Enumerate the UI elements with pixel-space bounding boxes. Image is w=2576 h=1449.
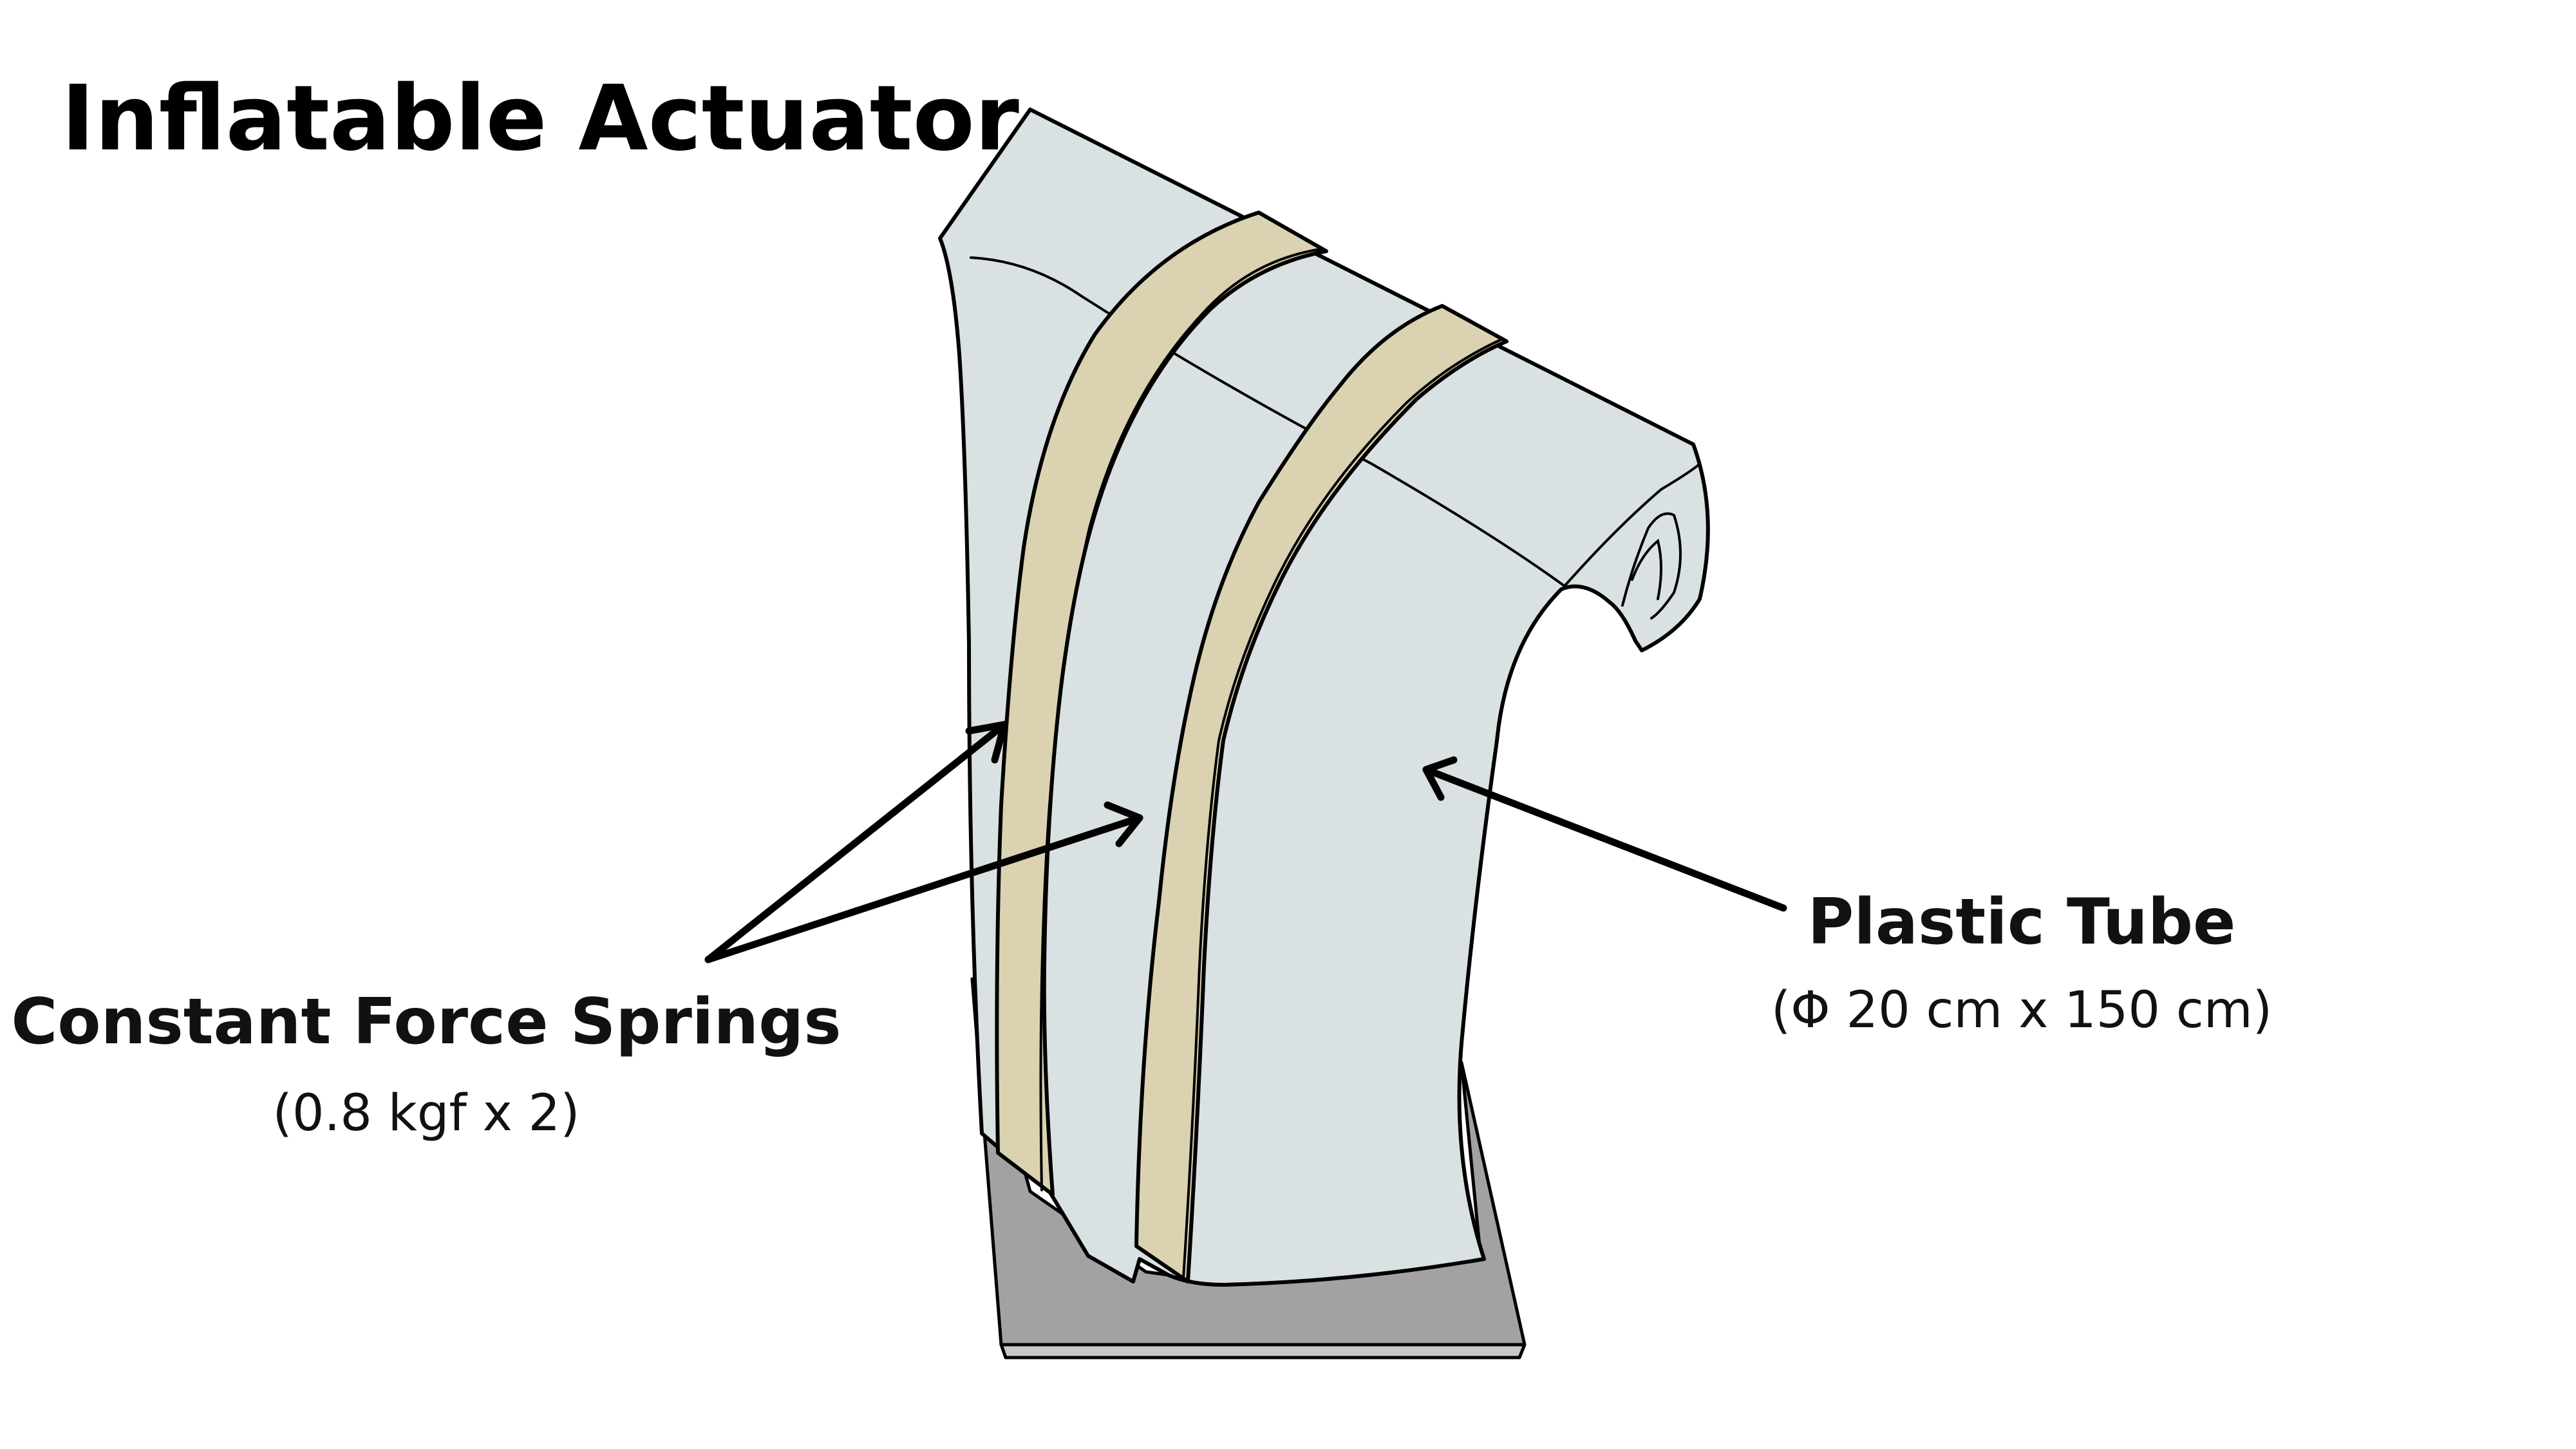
springs-label-spec: (0.8 kgf x 2) [272, 1084, 579, 1142]
spring-edge-line [1039, 248, 1321, 1191]
constant-force-spring-1 [995, 211, 1328, 1197]
tube-end-crease [1631, 538, 1662, 600]
tube-end-crease [1621, 512, 1682, 620]
arrowhead-spring-1 [965, 721, 1008, 764]
constant-force-spring-2 [1134, 304, 1509, 1283]
tube-end-crease [1563, 462, 1701, 587]
arrowhead-spring-2 [1104, 801, 1143, 848]
tube-label-name: Plastic Tube [1808, 886, 2236, 959]
arrow-to-spring-1 [704, 721, 1008, 963]
springs-label-name: Constant Force Springs [11, 985, 841, 1059]
arrow-to-spring-2 [704, 814, 1143, 963]
tube-label: Plastic Tube (Φ 20 cm x 150 cm) [1771, 886, 2272, 1039]
springs-arrows [704, 721, 1143, 963]
tube-fold-line [970, 256, 1566, 587]
tube-label-spec: (Φ 20 cm x 150 cm) [1771, 981, 2272, 1039]
tube-arrow [1422, 756, 1787, 912]
base-plate-edge [999, 1343, 1527, 1359]
diagram-title: Inflatable Actuator [61, 66, 1019, 171]
spring-strip [995, 211, 1328, 1197]
arrowhead-tube [1422, 756, 1458, 801]
arrow-to-tube [1422, 766, 1787, 912]
spring-edge-line [1182, 339, 1501, 1280]
springs-label: Constant Force Springs (0.8 kgf x 2) [11, 985, 841, 1142]
spring-strip [1134, 304, 1509, 1283]
